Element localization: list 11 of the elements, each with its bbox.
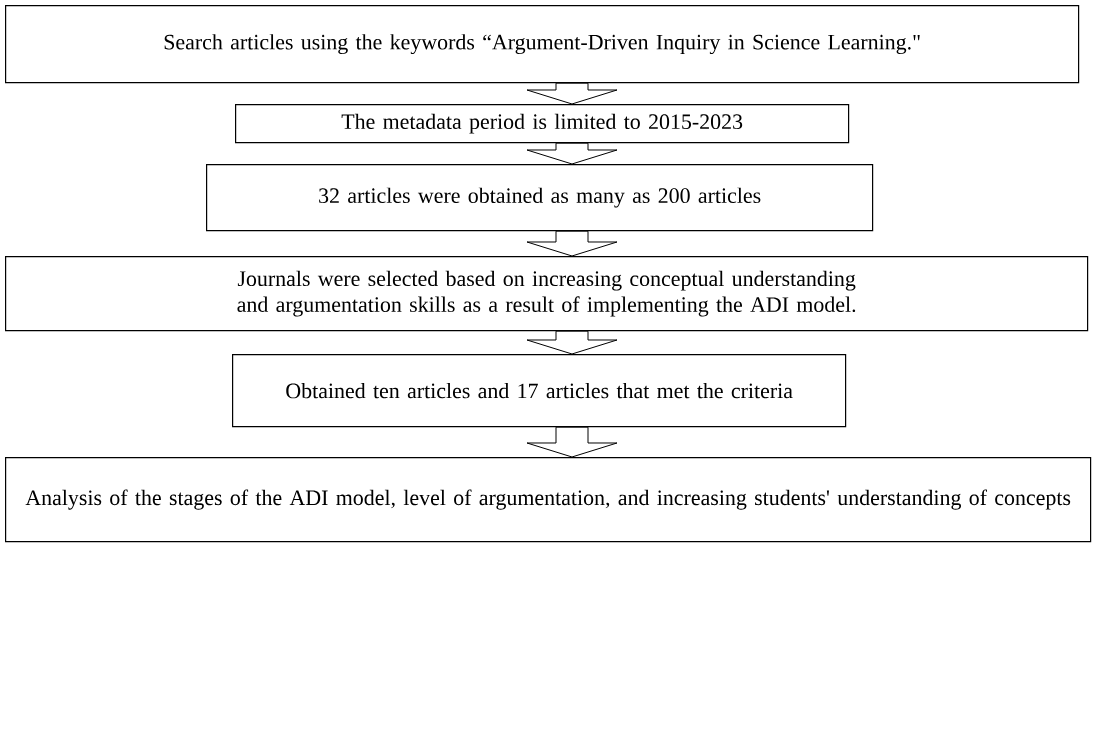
process-box: Journals were selected based on increasing conceptual understanding and argumentation skills as a result of implementing the ADI model.: [5, 256, 1089, 332]
process-box: Search articles using the keywords “Argument-Driven Inquiry in Science Learning.": [5, 5, 1080, 84]
process-box: Analysis of the stages of the ADI model, level of argumentation, and increasing students' understanding of concepts: [5, 457, 1092, 543]
block-arrow: [526, 230, 618, 257]
block-arrow: [526, 142, 618, 165]
block-arrow: [526, 426, 618, 458]
process-box: 32 articles were obtained as many as 200 articles: [206, 164, 874, 232]
process-box: Obtained ten articles and 17 articles that met the criteria: [232, 354, 847, 428]
block-arrow: [526, 330, 618, 355]
process-box: The metadata period is limited to 2015-2023: [235, 104, 850, 144]
block-arrow: [526, 82, 618, 105]
